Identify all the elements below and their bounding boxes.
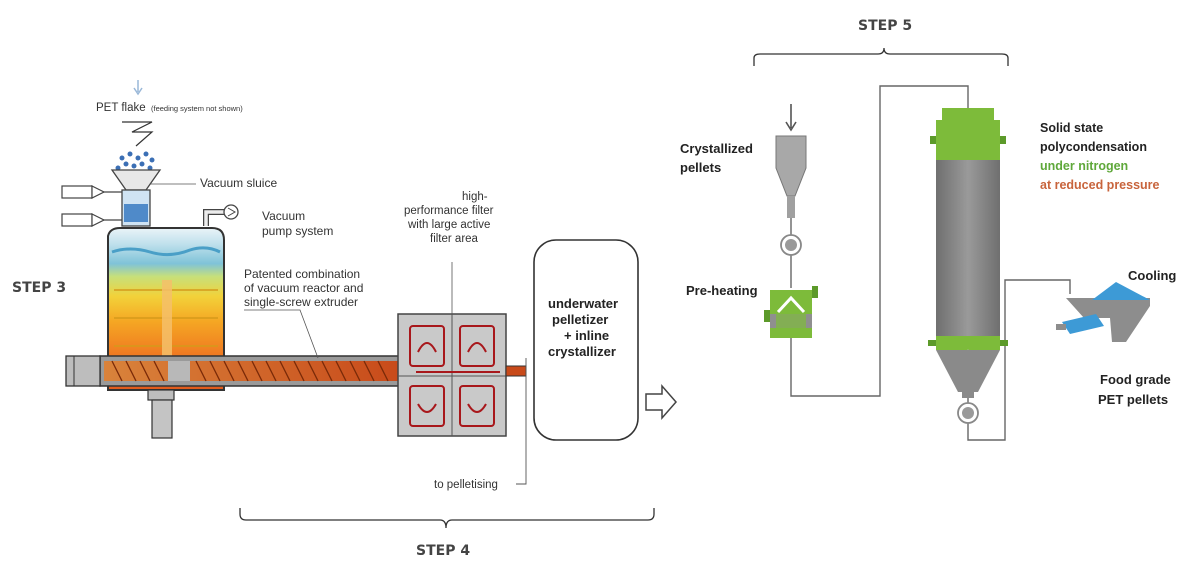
solid-state-label-2: polycondensation	[1040, 140, 1147, 154]
patent-label-3: single-screw extruder	[244, 295, 358, 309]
sluice-fill	[124, 204, 148, 222]
underwater-pelletizer-box	[533, 239, 639, 441]
reactor-shaft	[162, 280, 172, 380]
step4-bracket	[239, 508, 655, 529]
food-grade-label-2: PET pellets	[1098, 392, 1168, 407]
stirrer-motor-body	[151, 399, 173, 439]
vacuum-pump-icon	[223, 204, 239, 220]
input-arrow-icon	[785, 104, 797, 132]
flow-arrow-icon	[645, 384, 677, 420]
preheater-vessel	[764, 286, 818, 338]
ssp-reactor-vessel	[928, 108, 1008, 398]
cooling-label: Cooling	[1128, 268, 1176, 283]
hopper-funnel	[110, 169, 162, 191]
feed-arrow-icon	[133, 80, 143, 96]
patent-leader	[244, 309, 319, 359]
patent-label-2: of vacuum reactor and	[244, 281, 363, 295]
vacuum-sluice-label: Vacuum sluice	[200, 176, 277, 190]
solid-state-label-1: Solid state	[1040, 121, 1103, 135]
pelletizer-label-3: + inline	[564, 328, 609, 343]
vacuum-pump-label-2: pump system	[262, 224, 333, 238]
step4-label: STEP 4	[416, 543, 470, 559]
flake-symbol-icon	[122, 121, 154, 147]
crystallized-label-1: Crystallized	[680, 141, 753, 156]
reduced-pressure-label: at reduced pressure	[1040, 178, 1160, 192]
filter-label-3: with large active	[407, 219, 490, 231]
reactor-level-wave	[111, 246, 221, 257]
pet-flake-label: PET flake	[96, 102, 146, 114]
step3-label: STEP 3	[12, 280, 66, 296]
to-pelletising-label: to pelletising	[434, 479, 498, 491]
step5-label: STEP 5	[858, 18, 912, 34]
patent-label-1: Patented combination	[244, 267, 360, 281]
pelletising-outlet	[505, 358, 527, 485]
crystallized-hopper	[775, 135, 807, 197]
crystallized-label-2: pellets	[680, 160, 721, 175]
stirrer-motor	[147, 389, 175, 401]
ssp-section	[764, 85, 1150, 441]
pelletizer-label-4: crystallizer	[548, 344, 616, 359]
ssp-piping	[790, 85, 1071, 441]
filter-label-4: filter area	[430, 233, 479, 245]
rotary-valve-bottom-icon	[957, 402, 979, 424]
vacuum-pump-pipe	[203, 209, 224, 226]
hopper-neck	[787, 196, 795, 218]
nitrogen-label: under nitrogen	[1040, 159, 1128, 173]
screw-mixing-section	[168, 361, 190, 381]
vacuum-pump-label-1: Vacuum	[262, 209, 305, 223]
filter-label-1: high-	[462, 191, 488, 203]
high-performance-filter	[397, 262, 507, 437]
vacuum-reactor-section	[61, 80, 417, 439]
cooler-unit	[1056, 282, 1150, 342]
pelletizer-label-1: underwater	[548, 296, 618, 311]
step5-bracket	[753, 47, 1009, 66]
filter-label-2: performance filter	[404, 205, 494, 217]
preheating-label: Pre-heating	[686, 283, 758, 298]
sluice-valves	[61, 185, 122, 227]
rotary-valve-icon	[780, 234, 802, 256]
food-grade-label-1: Food grade	[1100, 372, 1171, 387]
screw-flights	[111, 360, 389, 382]
extruder-motor	[65, 355, 101, 387]
pelletizer-label-2: pelletizer	[552, 312, 608, 327]
feeding-note-label: (feeding system not shown)	[151, 104, 243, 113]
